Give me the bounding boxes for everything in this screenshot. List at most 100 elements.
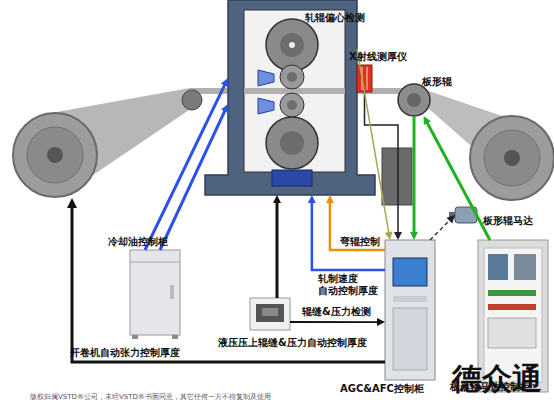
connector (413, 116, 416, 234)
cabinet-body (385, 240, 435, 380)
strip-middle (190, 88, 416, 94)
shape-roller: 板形辊 (398, 84, 430, 116)
arrow-head (394, 232, 402, 240)
cabinet-body (130, 250, 180, 335)
terminal-strip (488, 290, 536, 296)
cabinet-panel (393, 296, 427, 302)
work-roll (280, 93, 304, 117)
unit-core (256, 304, 284, 322)
hydraulic-unit: 液压压上辊缝&压力自动控制厚度 (250, 298, 290, 330)
edge-label: 辊缝&压力检测 (302, 306, 392, 318)
coil-outer (470, 116, 554, 200)
node-label: 冷却油控制柜 (108, 236, 198, 248)
coolant-spray (258, 98, 274, 114)
connector (160, 109, 226, 250)
connector-group (357, 49, 393, 240)
connector (276, 201, 279, 298)
node-label: X射线测厚仪 (349, 51, 429, 63)
strip (40, 86, 530, 198)
xray-gauge-art (357, 65, 372, 92)
hydraulic-unit-art (250, 298, 290, 330)
work-roll (280, 65, 304, 89)
connector-group (308, 195, 385, 270)
connector-group (424, 116, 490, 240)
motor-shaft (449, 212, 455, 218)
node-label: 板形辊 (422, 76, 472, 88)
drive-unit (514, 254, 536, 280)
gauge-stripe (362, 67, 363, 90)
node-label: AGC&AFC控制柜 (340, 383, 450, 395)
coil-inner (484, 130, 540, 186)
backup-roll (266, 117, 318, 169)
connector-group (273, 195, 281, 298)
arrow-head (308, 195, 316, 203)
motor-body (455, 207, 477, 223)
arrow-head (424, 116, 431, 125)
roll-center (289, 42, 295, 48)
signal-processor (382, 148, 412, 205)
arrow-head (273, 195, 281, 203)
hydraulic-cylinder (272, 170, 312, 186)
unit-detail (262, 308, 278, 316)
guide-roller (182, 90, 202, 110)
xray-gauge: X射线测厚仪 (357, 65, 372, 92)
unit-frame (250, 298, 290, 330)
edge-label: 轧制速度 自动控制厚度 (318, 273, 384, 297)
gauge-stripe (367, 67, 368, 90)
cooling-cabinet-art (130, 250, 180, 339)
roll-core (287, 72, 297, 82)
node-label: 轧辊偏心检测 (305, 12, 395, 24)
connector-group (410, 116, 418, 240)
connector-group (365, 92, 403, 240)
arrow-head (67, 198, 77, 208)
arrow-head (326, 195, 334, 203)
coil-inner (27, 127, 83, 183)
arrow-head (221, 78, 228, 87)
drive-unit (488, 254, 508, 280)
roller-motor-art (449, 207, 477, 223)
cabinet-screen (393, 258, 427, 286)
connector-group (290, 318, 385, 326)
housing-frame (205, 0, 375, 195)
cabinet-seam (130, 262, 180, 263)
housing-window (244, 10, 345, 172)
connector (430, 219, 451, 240)
arrow-head (410, 232, 418, 240)
coil-outer (13, 113, 97, 197)
node-label: 板形辊马达 (483, 215, 553, 227)
connector-group (145, 78, 228, 250)
wire-label: 开卷机自动张力控制厚度 (70, 346, 220, 359)
coil-hub (47, 147, 63, 163)
arrow-head (385, 231, 393, 240)
roll-core (280, 33, 304, 57)
connector (357, 49, 389, 235)
coil-hub (504, 150, 520, 166)
copyright-note: 版权归属VSTD®公司，未经VSTD®书面同意，其它任何一方不得复制及使用 (30, 393, 550, 402)
backup-roll (266, 19, 318, 71)
cooling-cabinet: 冷却油控制柜 (130, 250, 180, 335)
roll-core (280, 131, 304, 155)
cabinet-foot (132, 335, 138, 339)
terminal-strip (488, 304, 536, 310)
watermark: 德众通 (452, 360, 554, 398)
breaker-row (488, 318, 536, 348)
edge-label: 弯辊控制 (340, 236, 400, 248)
roller-core (407, 93, 421, 107)
connector (290, 321, 379, 323)
uncoiler (13, 113, 97, 197)
cabinet-panel (393, 308, 427, 370)
recoiler (470, 116, 554, 200)
connector-group (430, 215, 455, 240)
roller-motor: 板形辊马达 (455, 205, 477, 225)
roller-body (398, 84, 430, 116)
connector (426, 121, 490, 240)
shape-roller-art (398, 84, 430, 116)
cabinet-handle (170, 285, 174, 299)
gauge-body (357, 65, 372, 92)
control-cabinet-art (385, 240, 435, 380)
control-cabinet: AGC&AFC控制柜 (385, 240, 435, 380)
connector-group (160, 104, 228, 250)
